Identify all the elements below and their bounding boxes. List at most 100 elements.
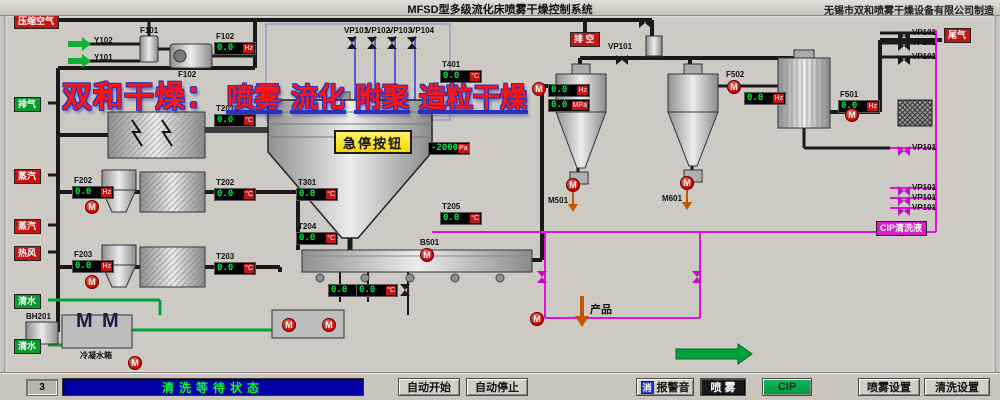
readout-unit-badge: °C (386, 286, 396, 295)
pump-motor-icon[interactable]: M (322, 318, 336, 332)
page-indicator[interactable]: 3 (26, 379, 58, 396)
button-label: 自动开始 (407, 382, 451, 394)
page-title: MFSD型多级流化床喷雾干燥控制系统 (407, 4, 593, 16)
valve-icon[interactable] (898, 38, 910, 51)
readout-unit-badge: Hz (867, 102, 878, 111)
button-label: 喷雾设置 (867, 382, 911, 394)
pump-motor-icon[interactable]: M (420, 248, 434, 262)
valve-icon[interactable] (898, 143, 910, 156)
status-banner: 清洗等待状态 (62, 378, 364, 396)
valve-icon[interactable] (616, 52, 628, 65)
bottom-bar: 3 清洗等待状态 自动开始 自动停止 消报警音 喷 雾 CIP 喷雾设置 清洗设置 (0, 373, 1000, 400)
cip-pipes (432, 30, 937, 319)
readout-value: 0.0 (551, 85, 568, 95)
readout-unit-badge: Hz (101, 262, 112, 271)
valve-icon[interactable] (387, 37, 400, 49)
manufacturer-label: 无锡市双和喷雾干燥设备有限公司制造 (824, 6, 994, 17)
inlet-filter (139, 35, 159, 63)
equipment-label: VP101 (608, 42, 633, 51)
condensate-tank (61, 314, 133, 349)
readout-value: 0.0 (75, 261, 92, 271)
numeric-readout: 0.0 °C (296, 232, 338, 245)
cip-button[interactable]: CIP (762, 378, 812, 396)
readout-unit-badge: °C (326, 234, 336, 243)
readout-value: 0.0 (299, 233, 316, 243)
equipment-label: Y101 (94, 53, 113, 62)
pump-motor-icon[interactable]: M (845, 108, 859, 122)
flow-tag: 热风 (14, 246, 42, 261)
vibrating-fluid-bed (301, 249, 533, 283)
flow-tag: CIP清洗液 (876, 221, 928, 236)
mute-alarm-button[interactable]: 消报警音 (636, 378, 694, 396)
pump-motor-icon[interactable]: M (282, 318, 296, 332)
emergency-stop-button[interactable]: 急停按钮 (334, 130, 412, 154)
readout-value: 0.0 (217, 189, 234, 199)
clean-settings-button[interactable]: 清洗设置 (924, 378, 990, 396)
readout-unit-badge: Hz (101, 188, 112, 197)
numeric-readout: 0.0°C (296, 188, 338, 201)
valve-icon[interactable] (898, 183, 910, 196)
valve-icon[interactable] (898, 28, 910, 41)
watermark-word: 造粒干燥 (419, 83, 527, 113)
equipment-label: M601 (662, 194, 683, 203)
flow-tag: 排气 (14, 97, 42, 112)
valve-icon[interactable] (367, 37, 380, 49)
readout-value: 0.0 (551, 100, 568, 110)
valve-icon[interactable] (639, 15, 651, 28)
valve-icon[interactable] (898, 52, 910, 65)
valve-icon[interactable] (347, 37, 360, 49)
display-tag-label: T401 (442, 60, 461, 69)
readout-unit-badge: °C (244, 116, 254, 125)
numeric-readout: 0.0°C (440, 212, 482, 225)
equipment-label: Y102 (94, 36, 113, 45)
valve-icon[interactable] (407, 37, 420, 49)
auto-stop-button[interactable]: 自动停止 (466, 378, 528, 396)
readout-value: 0.0 (841, 101, 858, 111)
display-tag-label: T301 (298, 178, 317, 187)
equipment-label: VP101 (912, 28, 937, 37)
title-bar: MFSD型多级流化床喷雾干燥控制系统 无锡市双和喷雾干燥设备有限公司制造 (0, 0, 1000, 17)
pump-motor-icon[interactable]: M (85, 275, 99, 289)
equipment-label: VP101 (912, 52, 937, 61)
readout-unit-badge: °C (244, 264, 254, 273)
pump-motor-icon[interactable]: M (530, 312, 544, 326)
display-tag-label: F501 (840, 90, 859, 99)
valve-icon[interactable] (898, 203, 910, 216)
pump-motor-icon[interactable]: M (566, 178, 580, 192)
equipment-label: VP101 (912, 193, 937, 202)
pump-motor-icon[interactable]: M (727, 80, 741, 94)
equipment-label: VP101 (912, 38, 937, 47)
numeric-readout: 0.0 Hz (72, 260, 114, 273)
valve-icon[interactable] (898, 193, 910, 206)
readout-unit-badge: Hz (577, 86, 588, 95)
button-label: 喷 雾 (710, 382, 736, 394)
spray-settings-button[interactable]: 喷雾设置 (858, 378, 920, 396)
watermark: 双和干燥：喷雾流化附聚造粒干燥 (62, 72, 527, 116)
pump-motor-icon[interactable]: M (680, 176, 694, 190)
valve-icon[interactable] (537, 271, 550, 283)
flow-tag: 清水 (14, 294, 42, 309)
numeric-readout: 0.0°C (214, 114, 256, 127)
valve-icon[interactable] (400, 284, 413, 296)
equipment-label: F102 (178, 70, 197, 79)
exhaust-condenser (777, 49, 831, 129)
readout-value: 0.0 (443, 71, 460, 81)
pump-motor-icon[interactable]: M (532, 82, 546, 96)
equipment-label: F502 (726, 70, 745, 79)
readout-value: 0.0 (359, 285, 376, 295)
equipment-label: M (76, 310, 93, 332)
spray-button[interactable]: 喷 雾 (700, 378, 746, 396)
auto-start-button[interactable]: 自动开始 (398, 378, 460, 396)
pump-motor-icon[interactable]: M (85, 200, 99, 214)
readout-unit-badge: °C (470, 214, 480, 223)
pump-motor-icon[interactable]: M (128, 356, 142, 370)
valve-icon[interactable] (692, 271, 705, 283)
watermark-word: 流化 (291, 83, 345, 113)
